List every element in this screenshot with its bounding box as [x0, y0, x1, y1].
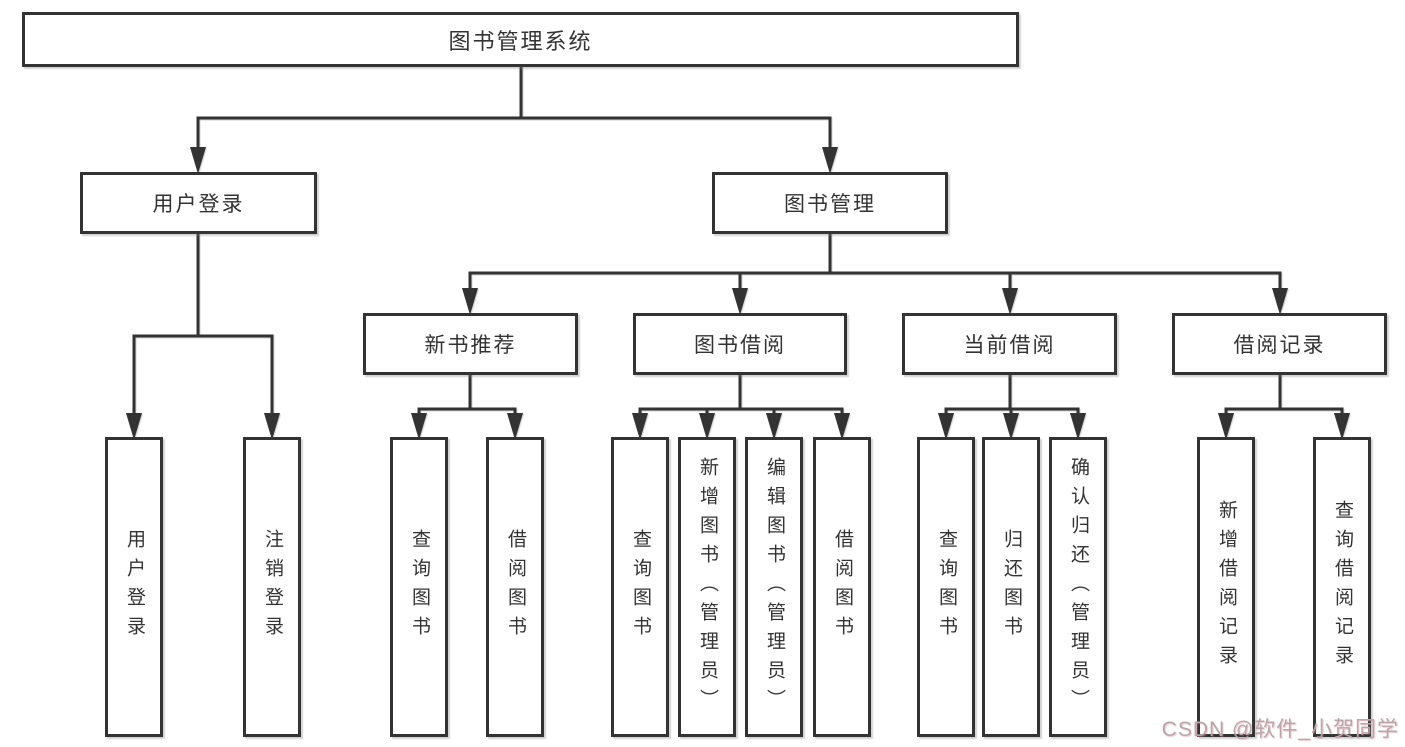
- node-label: 查询图书: [408, 529, 430, 645]
- node-label: 查询图书: [935, 529, 957, 645]
- node-label: 当前借阅: [963, 334, 1056, 357]
- node-book-management: 图书管理: [712, 172, 948, 234]
- node-label: 借阅图书: [504, 529, 526, 645]
- node-user-login-group: 用户登录: [80, 172, 317, 234]
- leaf-user-login: 用户登录: [105, 437, 163, 737]
- node-new-book-recommend: 新书推荐: [363, 313, 578, 375]
- node-label: 归还图书: [1000, 529, 1022, 645]
- node-label: 新增借阅记录: [1215, 500, 1237, 674]
- node-label: 用户登录: [123, 529, 145, 645]
- node-label: 图书管理系统: [448, 28, 593, 54]
- arrowhead-icons: [126, 147, 1350, 440]
- node-label: 确认归还（管理员）: [1067, 456, 1089, 718]
- csdn-watermark: CSDN @软件_小贺同学: [1161, 718, 1399, 741]
- node-label: 新增图书（管理员）: [696, 456, 718, 718]
- leaf-borrow-borrow-books: 借阅图书: [813, 437, 871, 737]
- node-current-borrow: 当前借阅: [902, 313, 1117, 375]
- leaf-logout: 注销登录: [243, 437, 301, 737]
- leaf-borrow-query-books: 查询图书: [611, 437, 669, 737]
- node-borrow-records: 借阅记录: [1172, 313, 1387, 375]
- node-label: 图书借阅: [694, 334, 786, 357]
- node-book-borrow: 图书借阅: [633, 313, 847, 375]
- node-label: 图书管理: [784, 193, 876, 216]
- node-label: 借阅图书: [831, 529, 853, 645]
- node-root: 图书管理系统: [22, 12, 1019, 67]
- leaf-borrow-add-books-admin: 新增图书（管理员）: [678, 437, 736, 737]
- node-label: 查询借阅记录: [1331, 500, 1353, 674]
- node-label: 编辑图书（管理员）: [763, 456, 785, 718]
- node-label: 查询图书: [629, 529, 651, 645]
- node-label: 用户登录: [152, 193, 245, 216]
- leaf-borrow-edit-books-admin: 编辑图书（管理员）: [745, 437, 803, 737]
- leaf-newbook-query-books: 查询图书: [390, 437, 448, 737]
- node-label: 借阅记录: [1233, 334, 1326, 357]
- leaf-records-query-record: 查询借阅记录: [1313, 437, 1371, 737]
- node-label: 新书推荐: [424, 334, 517, 357]
- node-label: 注销登录: [261, 529, 283, 645]
- leaf-records-add-record: 新增借阅记录: [1197, 437, 1255, 737]
- leaf-current-return-books: 归还图书: [982, 437, 1040, 737]
- leaf-current-confirm-return-admin: 确认归还（管理员）: [1049, 437, 1107, 737]
- leaf-newbook-borrow-books: 借阅图书: [486, 437, 544, 737]
- leaf-current-query-books: 查询图书: [917, 437, 975, 737]
